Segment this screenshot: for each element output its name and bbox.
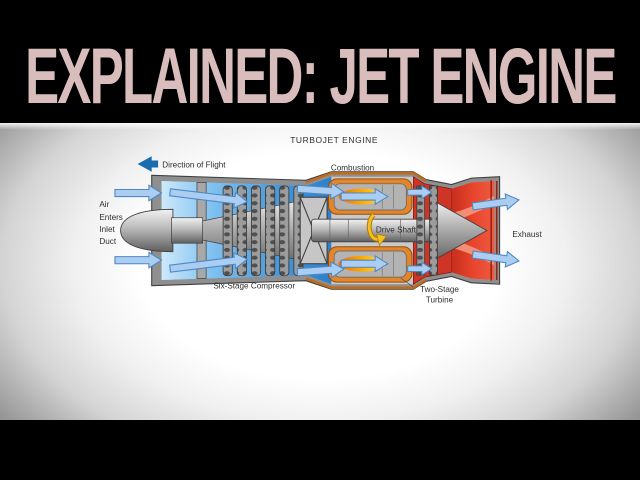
rotation-arrow-icon — [366, 212, 388, 247]
turbine-leader-line — [400, 277, 414, 288]
air-inlet-label-1: Air — [99, 200, 109, 209]
diagram-title: TURBOJET ENGINE — [290, 135, 378, 145]
air-inlet-label-4: Duct — [99, 237, 116, 246]
compressor-label: Six-Stage Compressor — [213, 281, 295, 290]
diagram-area: TURBOJET ENGINE Direction of Flight Air … — [0, 123, 640, 420]
combustion-label: Combustion — [331, 163, 374, 172]
direction-of-flight-arrow-icon — [137, 156, 159, 172]
exhaust-label: Exhaust — [512, 230, 542, 239]
air-inlet-label-2: Enters — [99, 213, 122, 222]
turbine-label-1: Two-Stage — [420, 285, 459, 294]
exhaust-cone — [436, 202, 488, 259]
turbine-label-2: Turbine — [426, 296, 454, 305]
turbojet-diagram: TURBOJET ENGINE Direction of Flight Air … — [99, 135, 542, 305]
direction-of-flight-label: Direction of Flight — [162, 161, 226, 170]
air-inlet-label-3: Inlet — [99, 225, 115, 234]
compressor-stages — [222, 185, 304, 277]
combustion-casing-bottom — [305, 277, 427, 290]
nose-cone — [120, 208, 174, 253]
banner-title: EXPLAINED: JET ENGINE — [24, 31, 617, 121]
nose-cone-hub — [171, 217, 203, 244]
bottom-letterbox-bar — [0, 420, 640, 480]
combustion-casing-top — [305, 171, 427, 184]
title-banner: EXPLAINED: JET ENGINE — [0, 0, 640, 123]
drive-shaft-label: Drive Shaft — [376, 226, 417, 235]
